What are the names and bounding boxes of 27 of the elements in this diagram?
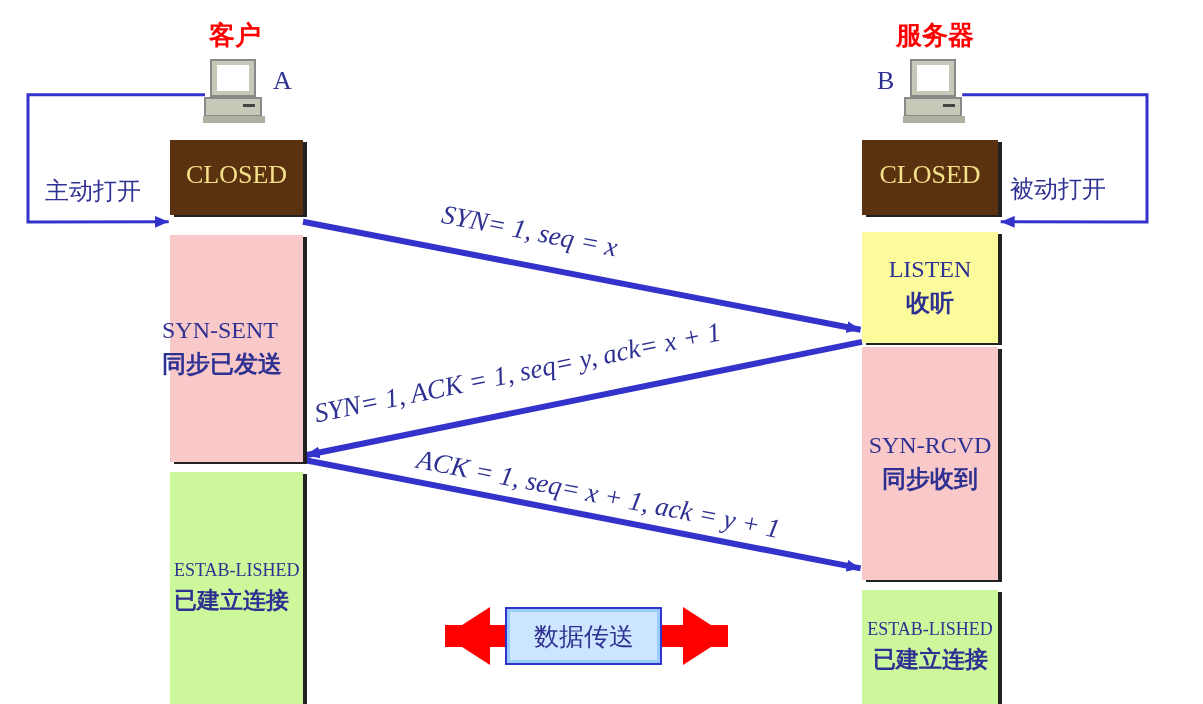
edge-label: 主动打开 (45, 178, 141, 205)
state-name: ESTAB-LISHED (174, 560, 300, 581)
arrow (305, 338, 863, 459)
arrow (26, 93, 205, 228)
edge-label: SYN= 1, seq = x (439, 200, 620, 264)
state-name: SYN-RCVD (868, 432, 992, 459)
state-name: SYN-SENT (162, 317, 278, 344)
edge-label: ACK = 1, seq= x + 1, ack = y + 1 (414, 445, 783, 545)
edge-label: 被动打开 (1010, 176, 1106, 203)
state-meaning: 收听 (906, 288, 954, 319)
state-meaning: 已建立连接 (174, 586, 289, 615)
arrow (302, 218, 862, 333)
host-title: 服务器 (894, 19, 975, 52)
state-name: CLOSED (184, 160, 289, 190)
host-letter: B (877, 66, 895, 96)
host-letter: A (273, 66, 292, 96)
state-meaning: 同步已发送 (162, 349, 282, 380)
state-name: CLOSED (878, 160, 982, 190)
state-meaning: 同步收到 (882, 464, 978, 495)
box-text: 数据传送 (533, 620, 634, 653)
host-title: 客户 (208, 19, 262, 52)
state-name: LISTEN (888, 256, 972, 283)
state-meaning: 已建立连接 (872, 645, 988, 674)
data-transfer-box (505, 607, 662, 665)
arrow (962, 93, 1149, 228)
edge-label: SYN= 1, ACK = 1, seq= y, ack= x + 1 (312, 317, 724, 430)
state-name: ESTAB-LISHED (867, 619, 993, 640)
